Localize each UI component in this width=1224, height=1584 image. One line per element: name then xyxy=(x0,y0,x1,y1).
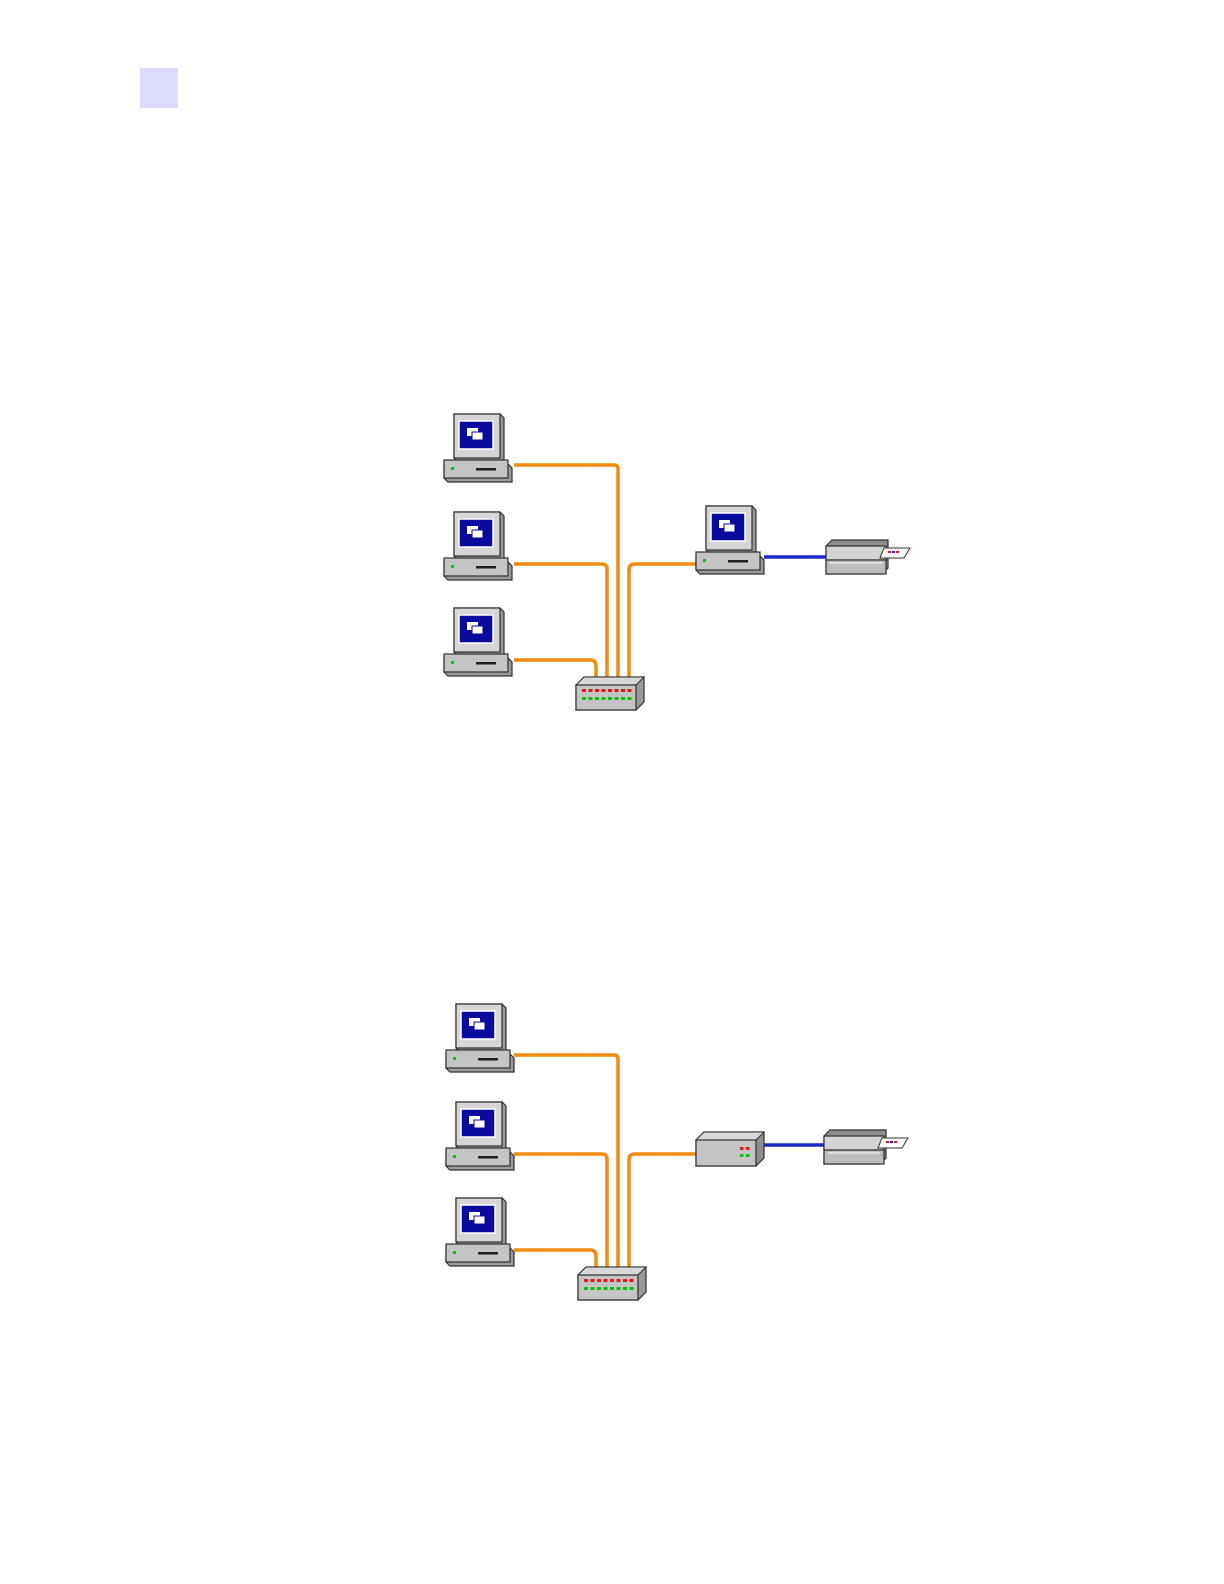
client-pc-1 xyxy=(444,414,512,482)
corner-tab-marker xyxy=(140,68,178,108)
client-pc-2 xyxy=(446,1102,514,1170)
host-shared-printer-svg xyxy=(430,400,930,720)
pc-icon xyxy=(444,512,512,580)
print-server xyxy=(696,1132,764,1166)
printer xyxy=(826,540,910,574)
printer-icon xyxy=(824,1130,908,1164)
printer-icon xyxy=(826,540,910,574)
ethernet-cable xyxy=(629,1154,696,1268)
pc-icon xyxy=(444,608,512,676)
host-pc xyxy=(696,506,764,574)
client-pc-1 xyxy=(446,1004,514,1072)
ethernet-cable xyxy=(514,465,618,678)
hub-icon xyxy=(578,1267,646,1300)
print-server-icon xyxy=(696,1132,764,1166)
ethernet-cable xyxy=(514,660,596,678)
print-server-svg xyxy=(430,990,930,1310)
ethernet-hub xyxy=(576,677,644,710)
client-pc-3 xyxy=(444,608,512,676)
pc-icon xyxy=(446,1004,514,1072)
ethernet-cable xyxy=(514,1055,618,1268)
client-pc-2 xyxy=(444,512,512,580)
host-shared-printer-diagram xyxy=(430,400,930,720)
print-server-diagram xyxy=(430,990,930,1310)
printer xyxy=(824,1130,908,1164)
hub-icon xyxy=(576,677,644,710)
ethernet-hub xyxy=(578,1267,646,1300)
pc-icon xyxy=(446,1198,514,1266)
ethernet-cable xyxy=(629,564,696,678)
ethernet-cable xyxy=(514,1250,596,1268)
pc-icon xyxy=(696,506,764,574)
pc-icon xyxy=(444,414,512,482)
pc-icon xyxy=(446,1102,514,1170)
client-pc-3 xyxy=(446,1198,514,1266)
